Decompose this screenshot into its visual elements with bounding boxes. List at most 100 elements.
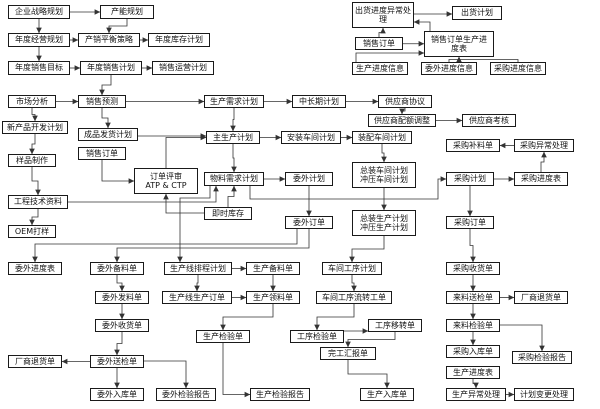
flow-node-ship_abnormal: 出货进度异常处 理	[352, 2, 414, 28]
flow-node-prod_inspect_report: 生产检验报告	[250, 388, 310, 401]
flow-node-mrp: 物料需求计划	[204, 172, 264, 186]
flow-edge-mrp-to-purchase_plan	[249, 176, 447, 200]
flow-node-purchase_receipt: 采购收货单	[446, 262, 500, 275]
flow-edge-capacity-to-ps_balance	[106, 19, 128, 34]
flow-node-ws_process_plan: 车间工序计划	[322, 262, 382, 275]
flow-node-so_prod_progress: 销售订单生产进 度表	[424, 31, 494, 57]
flow-edge-sample_making-to-eng_data	[31, 167, 41, 196]
flow-edge-assembly_ws_plan-to-ws_plan_pair	[381, 144, 387, 163]
flow-edge-line_schedule_plan-to-line_prod_order	[194, 275, 200, 292]
flow-node-outsource_issue: 委外发料单	[95, 291, 149, 304]
flow-node-annual_sales_target: 年度销售目标	[8, 61, 70, 75]
flow-node-purchase_progress_info: 采购进度信息	[490, 62, 546, 75]
flow-edge-prod_inspect-to-prod_inspect_report	[222, 343, 251, 398]
flow-node-install_ws_plan: 安装车间计划	[281, 131, 341, 144]
flow-node-market_analysis: 市场分析	[8, 95, 56, 108]
flow-node-purchase_inspect_report: 采购检验报告	[512, 351, 572, 364]
flow-node-mid_long_plan: 中长期计划	[292, 95, 346, 108]
flow-edge-eng_data-to-oem_sample	[29, 209, 39, 226]
flow-edge-outsource_prep-to-outsource_issue	[116, 275, 125, 292]
flow-node-sales_order_l: 销售订单	[78, 147, 126, 160]
flow-node-outsource_progress: 委外进度表	[8, 262, 62, 275]
flow-node-incoming_inspect: 来料检验单	[446, 319, 500, 332]
flow-node-order_review: 订单评审 ATP & CTP	[134, 168, 198, 194]
flow-node-purchase_stockin: 采购入库单	[446, 345, 500, 358]
flow-node-sales_order_r: 销售订单	[355, 37, 403, 50]
flow-edge-prod_demand_plan-to-mps	[230, 108, 236, 132]
flow-node-sales_forecast: 销售预测	[78, 95, 126, 108]
flow-node-realtime_inventory: 即时库存	[204, 207, 252, 220]
edge-group	[29, 9, 547, 398]
flow-node-prod_progress_table: 生产进度表	[446, 366, 500, 379]
flow-node-incoming_send_inspect: 来料送检单	[446, 291, 500, 304]
flow-node-outsource_stockin: 委外入库单	[90, 388, 144, 401]
flow-node-vendor_return_l: 厂商退货单	[8, 355, 62, 368]
flow-edge-outsource_send_inspect-to-outsource_inspect_report	[144, 360, 189, 389]
flow-edge-eng_data-to-mrp	[68, 185, 219, 203]
flow-node-ship_plan: 出货计划	[452, 6, 502, 20]
flow-node-eng_data: 工程技术资料	[8, 195, 68, 209]
flow-edge-order_review-to-mps	[165, 134, 207, 168]
flow-node-line_schedule_plan: 生产线排程计划	[164, 262, 232, 275]
flow-node-supplier_eval: 供应商考核	[462, 114, 516, 127]
flow-node-vendor_return_r: 厂商退货单	[514, 291, 568, 304]
flow-edge-outsource_order-to-outsource_progress	[32, 229, 298, 263]
flow-node-assembly_ws_plan: 装配车间计划	[352, 131, 412, 144]
flow-node-process_inspect: 工序检验单	[290, 330, 344, 343]
flow-node-prod_abnormal: 生产异常处理	[446, 388, 506, 401]
flow-edge-prod_progress_info-to-so_prod_progress	[355, 50, 425, 62]
flow-edge-outsource_order-to-outsource_prep	[114, 229, 310, 263]
flow-node-outsource_prep: 委外备料单	[90, 262, 144, 275]
flow-edge-realtime_inventory-to-mrp	[227, 185, 237, 207]
flow-node-outsource_order: 委外订单	[285, 216, 333, 229]
flow-edge-prod_progress_table-to-prod_abnormal	[472, 379, 479, 389]
flow-edge-completion_report-to-prod_stockin	[347, 360, 390, 389]
flow-node-purchase_plan: 采购计划	[446, 172, 494, 186]
flow-node-npd_plan: 新产品开发计划	[2, 121, 68, 134]
flow-node-outsource_inspect_report: 委外检验报告	[156, 388, 216, 401]
flow-node-purchase_schedule: 采购进度表	[514, 172, 568, 186]
flow-edge-purchase_schedule-to-purchase_abnormal	[540, 151, 547, 172]
flow-edge-annual_sales_plan-to-sales_forecast	[99, 75, 112, 96]
flow-node-purchase_abnormal: 采购异常处理	[514, 139, 574, 152]
flow-node-outsource_plan: 委外计划	[285, 172, 333, 186]
flow-node-prod_stockin: 生产入库单	[360, 388, 414, 401]
flow-node-ps_balance: 产销平衡策略	[78, 33, 140, 47]
flow-node-oem_sample: OEM打样	[8, 225, 56, 238]
flow-edge-sales_order_r-to-ship_abnormal	[378, 27, 386, 37]
flow-node-completion_report: 完工汇报单	[320, 347, 376, 360]
flow-edge-market_analysis-to-npd_plan	[31, 108, 38, 122]
flow-node-ws_plan_pair: 总装车间计划 冲压车间计划	[352, 162, 416, 188]
flow-node-fg_delivery_plan: 成品发货计划	[78, 128, 138, 141]
flow-edge-outsource_receipt-to-outsource_send_inspect	[114, 332, 123, 356]
flow-edge-supplier_agreement-to-supplier_quota	[399, 108, 406, 115]
flow-edge-ws_process_plan-to-ws_process_order	[351, 275, 357, 292]
flow-node-annual_business: 年度经营规划	[8, 33, 70, 47]
flow-node-prod_inspect: 生产检验单	[196, 330, 250, 343]
flow-edge-prod_issue-to-prod_inspect	[220, 304, 274, 331]
flow-node-line_prod_order: 生产线生产订单	[162, 291, 232, 304]
flow-node-outsource_receipt: 委外收货单	[95, 319, 149, 332]
flow-edge-incoming_inspect-to-purchase_inspect_report	[500, 324, 545, 352]
flow-edge-mps-to-mrp	[231, 144, 237, 173]
flow-edge-process_transfer-to-completion_report	[345, 332, 396, 348]
flow-node-supplier_quota: 供应商配额调整	[368, 114, 436, 127]
flow-edge-so_prod_progress-to-ship_abnormal	[413, 19, 431, 31]
flow-node-sample_making: 样品制作	[8, 154, 56, 167]
flow-node-prod_demand_plan: 生产需求计划	[204, 95, 264, 108]
flow-node-outsource_progress_info: 委外进度信息	[421, 62, 477, 75]
flow-edge-mrp-to-line_schedule_plan	[177, 186, 211, 263]
flow-node-purchase_replenish: 采购补料单	[446, 139, 500, 152]
flow-node-mps: 主生产计划	[206, 131, 260, 144]
flow-node-supplier_agreement: 供应商协议	[378, 95, 432, 108]
flow-node-process_transfer: 工序移转单	[368, 319, 422, 332]
flow-node-prod_issue: 生产领料单	[246, 291, 300, 304]
flow-edge-npd_plan-to-sample_making	[29, 134, 36, 155]
flow-node-prod_progress_info: 生产进度信息	[352, 62, 408, 75]
flow-node-annual_sales_plan: 年度销售计划	[80, 61, 142, 75]
flow-edge-realtime_inventory-to-order_review	[163, 193, 204, 214]
flow-edge-purchase_order-to-purchase_receipt	[469, 229, 476, 263]
flow-node-plan_change: 计划变更处理	[514, 388, 574, 401]
